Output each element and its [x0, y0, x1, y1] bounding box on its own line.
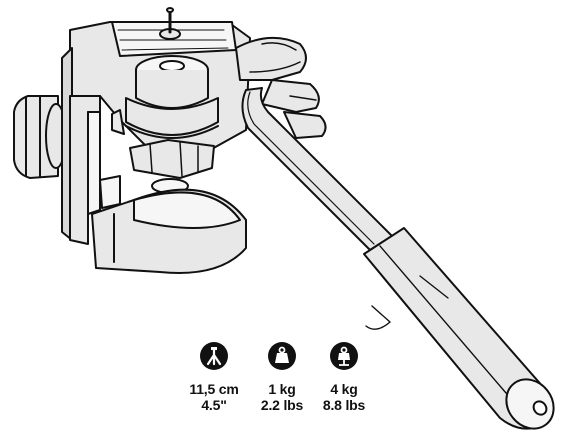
- pan-handle: [241, 87, 555, 430]
- pan-lock-knob: [129, 139, 215, 194]
- tilt-hub: [111, 55, 219, 139]
- spec-height-imperial: 4.5": [201, 397, 227, 413]
- spec-height: 11,5 cm 4.5": [171, 341, 257, 413]
- quick-release-plate: [111, 7, 237, 57]
- spec-weight-metric: 1 kg: [268, 381, 296, 397]
- locking-lever: [235, 36, 327, 139]
- left-tension-knob: [13, 95, 67, 179]
- spec-weight-imperial: 2.2 lbs: [260, 397, 304, 413]
- weight-icon: [268, 342, 296, 370]
- spec-load-metric: 4 kg: [330, 381, 358, 397]
- spec-height-metric: 11,5 cm: [189, 381, 239, 397]
- spec-load: 4 kg 8.8 lbs: [301, 341, 387, 413]
- tripod-icon: [200, 342, 228, 370]
- camera-load-icon: [330, 342, 358, 370]
- base-disc: [91, 175, 247, 274]
- spec-weight: 1 kg 2.2 lbs: [239, 341, 325, 413]
- spec-load-imperial: 8.8 lbs: [322, 397, 366, 413]
